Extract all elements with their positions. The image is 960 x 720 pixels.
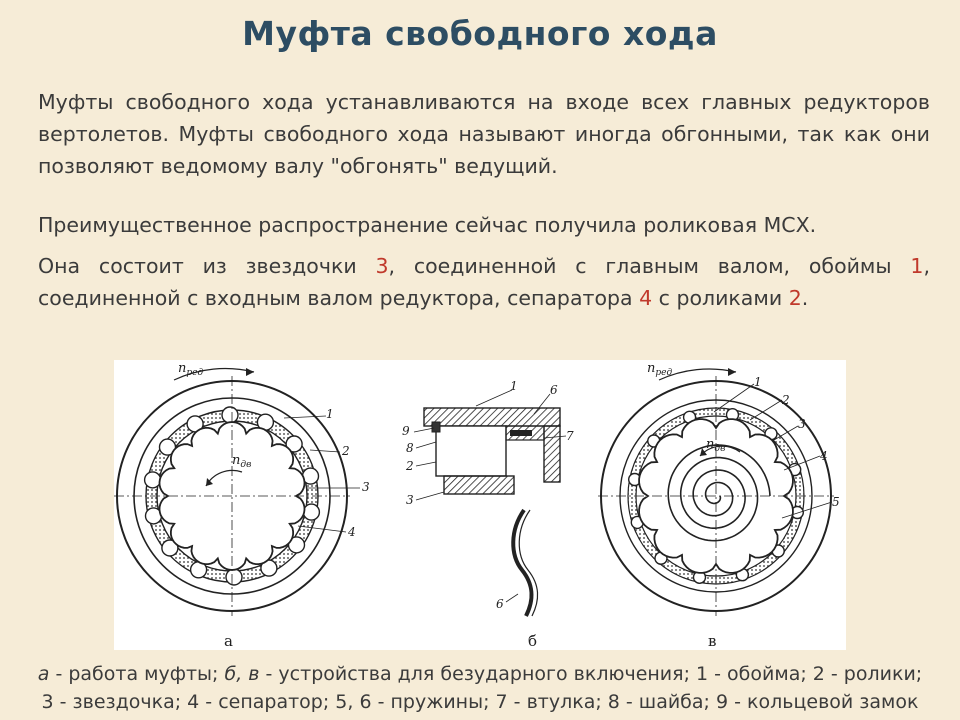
- distribution-paragraph: Преимущественное распространение сейчас …: [38, 213, 817, 237]
- callout-2: 2: [341, 444, 350, 458]
- part-number-1: 1: [910, 254, 924, 278]
- view-v-drawing: nред nдв 1 2 3 4 5 в: [598, 361, 840, 650]
- caption-bv-letters: б, в: [224, 663, 260, 685]
- callout-8: 8: [406, 441, 414, 455]
- roller: [158, 438, 177, 456]
- callout-3: 3: [798, 417, 806, 431]
- composition-text: , соединенной с входным валом редуктора,…: [38, 254, 930, 310]
- callout-6: 6: [550, 383, 558, 397]
- view-b-drawing: 1 6 9 7 8 2 3 6 б: [402, 379, 574, 650]
- composition-text: .: [801, 286, 809, 310]
- callout-2: 2: [781, 393, 790, 407]
- callout-4: 4: [819, 449, 828, 463]
- n-red-label: nред: [178, 361, 203, 378]
- composition-text: с роликами: [652, 286, 789, 310]
- caption-a-text: - работа муфты;: [49, 663, 225, 685]
- roller: [302, 503, 321, 521]
- rollers: [143, 406, 321, 586]
- roller: [161, 539, 179, 557]
- roller: [221, 406, 239, 424]
- callout-1: 1: [510, 379, 518, 393]
- figure-caption: а - работа муфты; б, в - устройства для …: [14, 660, 946, 716]
- roller: [287, 536, 306, 554]
- callout-1: 1: [754, 375, 762, 389]
- view-v-label: в: [708, 632, 716, 650]
- roller: [285, 435, 303, 453]
- view-b-label: б: [528, 632, 537, 650]
- callout-1: 1: [326, 407, 334, 421]
- caption-line-1: а - работа муфты; б, в - устройства для …: [14, 660, 946, 688]
- roller: [143, 471, 162, 489]
- part-number-4: 4: [639, 286, 653, 310]
- part-number-3: 3: [375, 254, 389, 278]
- callout-3: 3: [406, 493, 414, 507]
- callout-5: 5: [832, 495, 840, 509]
- roller: [225, 568, 243, 586]
- caption-a-letter: а: [37, 663, 50, 685]
- composition-paragraph: Она состоит из звездочки 3, соединенной …: [38, 250, 930, 314]
- n-red-label: nред: [647, 361, 672, 378]
- callout-9: 9: [402, 424, 410, 438]
- callout-3: 3: [362, 480, 370, 494]
- part-number-2: 2: [788, 286, 802, 310]
- composition-text: Она состоит из звездочки: [38, 254, 376, 278]
- n-dv-label: nдв: [232, 453, 251, 470]
- callout-6: 6: [496, 597, 504, 611]
- callout-4: 4: [347, 525, 356, 539]
- callout-2: 2: [405, 459, 414, 473]
- composition-text: , соединенной с главным валом, обоймы: [388, 254, 911, 278]
- caption-line-2: 3 - звездочка; 4 - сепаратор; 5, 6 - пру…: [41, 691, 919, 713]
- clutch-diagram-figure: nред nдв 1 2 3 4 а: [114, 360, 846, 650]
- n-dv-label: nдв: [706, 437, 725, 454]
- intro-paragraph: Муфты свободного хода устанавливаются на…: [38, 90, 930, 178]
- caption-line1-rest: - устройства для безударного включения; …: [259, 663, 923, 685]
- callout-7: 7: [566, 429, 574, 443]
- slide-title: Муфта свободного хода: [242, 14, 718, 53]
- view-a-label: а: [224, 632, 233, 650]
- view-a-drawing: nред nдв 1 2 3 4 а: [114, 361, 370, 650]
